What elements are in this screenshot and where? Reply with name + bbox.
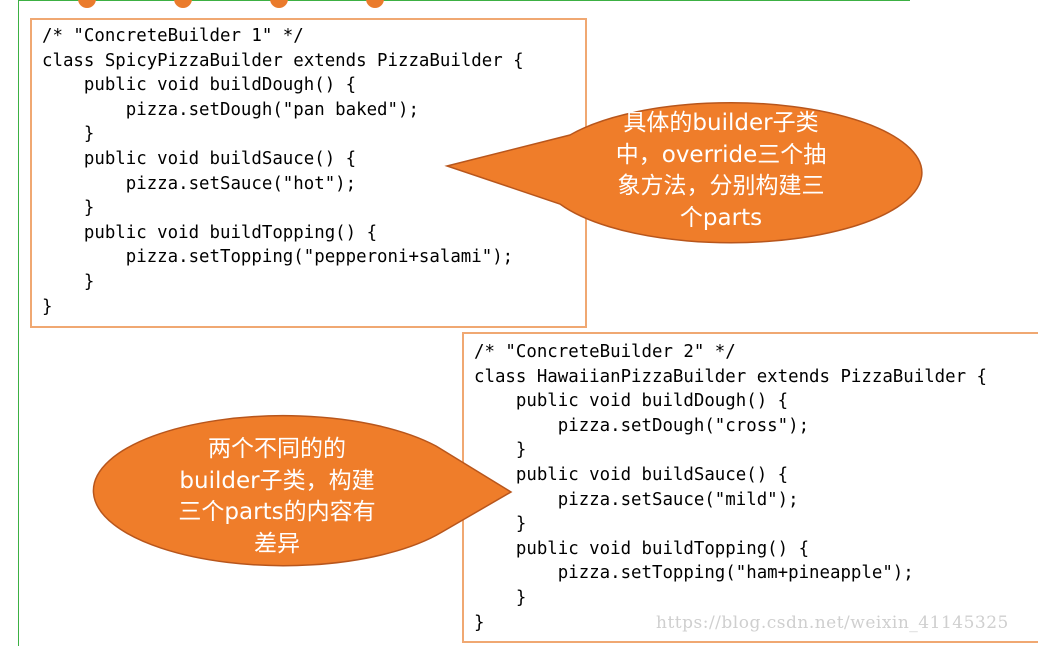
code-line: } [474,587,527,608]
code-line: } [42,198,95,219]
code-line: pizza.setDough("pan baked"); [42,99,419,120]
code-line: class HawaiianPizzaBuilder extends Pizza… [474,366,988,387]
code-line: public void buildDough() { [474,391,789,412]
code-line: pizza.setDough("cross"); [474,415,810,436]
slide-frame-left-line [18,0,19,646]
decorative-dot-icon [78,0,96,8]
callout-line: 三个parts的内容有 [178,499,376,525]
code-line: /* "ConcreteBuilder 2" */ [474,342,736,362]
code-line: } [42,271,95,292]
code-block-hawaiian-builder: /* "ConcreteBuilder 2" */ class Hawaiian… [462,332,1038,643]
callout-line: 象方法，分别构建三 [617,173,825,199]
callout-line: 中，override三个抽 [615,141,827,168]
code-line: public void buildDough() { [42,75,357,96]
code-line: /* "ConcreteBuilder 1" */ [42,26,304,46]
code-line: pizza.setTopping("ham+pineapple"); [474,563,914,584]
code-line: } [474,440,527,461]
code-line: } [474,514,527,535]
code-line: pizza.setSauce("mild"); [474,489,799,510]
callout-line: 个parts [679,204,763,231]
decorative-dot-icon [366,0,384,8]
callout-builder-subclass-note: 具体的builder子类 中，override三个抽 象方法，分别构建三 个pa… [555,108,887,234]
callout-line: 差异 [254,530,300,557]
callout-line: 具体的builder子类 [623,110,819,136]
callout-bubble-shape [92,414,513,567]
code-line: } [474,612,485,633]
callout-line: 两个不同的的 [208,436,346,462]
decorative-dot-icon [174,0,192,8]
callout-line: builder子类，构建 [179,467,375,494]
slide-frame-top-line [18,0,910,1]
code-line: public void buildTopping() { [42,222,378,243]
decorative-dots [0,0,400,10]
code-line: } [42,124,95,145]
code-line: pizza.setSauce("hot"); [42,173,357,194]
callout-difference-note: 两个不同的的 builder子类，构建 三个parts的内容有 差异 [112,434,442,560]
callout-bubble-shape [444,101,923,244]
watermark-url: https://blog.csdn.net/weixin_41145325 [656,613,1009,633]
code-line: class SpicyPizzaBuilder extends PizzaBui… [42,50,524,71]
decorative-dot-icon [270,0,288,8]
code-line: } [42,296,53,317]
code-line: public void buildSauce() { [474,464,789,485]
code-line: pizza.setTopping("pepperoni+salami"); [42,247,514,268]
code-line: public void buildTopping() { [474,538,810,559]
code-line: public void buildSauce() { [42,148,357,169]
